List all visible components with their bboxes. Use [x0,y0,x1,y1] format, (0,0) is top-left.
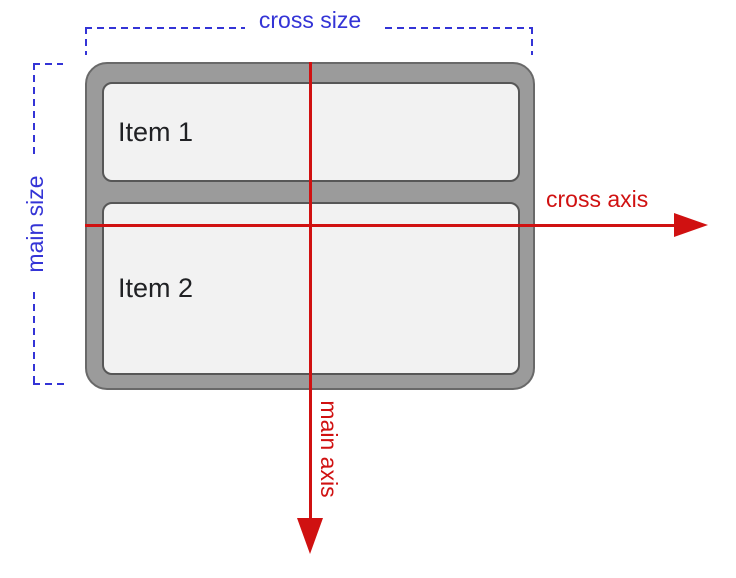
main-size-bracket-dash-top [33,63,35,158]
cross-size-bracket-tick-left [85,27,87,55]
cross-axis-label: cross axis [546,186,649,212]
cross-size-bracket-dash-right [385,27,533,29]
flex-item-2-label: Item 2 [118,273,194,303]
main-size-bracket-arm-top [33,63,63,65]
main-size-bracket-dash-bottom [33,292,35,385]
main-size-label: main size [22,175,48,273]
cross-size-bracket-dash-left [85,27,245,29]
main-axis-label: main axis [316,400,342,498]
flex-item-1-label: Item 1 [118,116,194,147]
main-axis-arrowhead-icon [297,518,323,554]
cross-axis-line [85,224,675,227]
cross-size-bracket-tick-right [531,27,533,55]
main-size-bracket-arm-bottom [33,383,66,385]
cross-size-label: cross size [258,7,362,33]
main-axis-line [309,62,312,518]
cross-axis-arrowhead-icon [674,213,708,237]
